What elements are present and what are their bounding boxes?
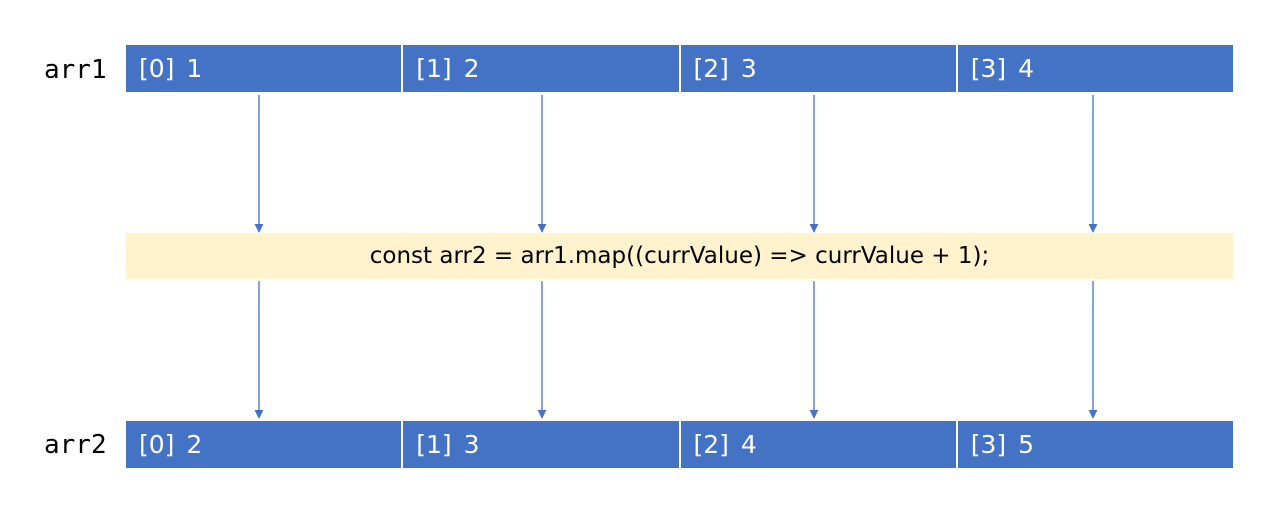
source-cell-0: [0] 1: [126, 45, 404, 92]
source-cell-value: 3: [740, 54, 757, 83]
result-cell-1: [1] 3: [403, 421, 681, 468]
result-array-label: arr2: [44, 430, 107, 460]
source-cell-1: [1] 2: [403, 45, 681, 92]
result-cell-index: [1]: [416, 430, 452, 459]
result-cell-value: 5: [1018, 430, 1035, 459]
source-cell-2: [2] 3: [680, 45, 958, 92]
result-cell-index: [0]: [139, 430, 175, 459]
source-cell-index: [3]: [970, 54, 1007, 83]
result-cell-value: 2: [186, 430, 203, 459]
source-cell-index: [0]: [139, 54, 175, 83]
source-array: [0] 1 [1] 2 [2] 3 [3] 4: [126, 45, 1233, 92]
source-cell-value: 4: [1018, 54, 1035, 83]
result-cell-3: [3] 5: [957, 421, 1233, 468]
source-cell-index: [1]: [416, 54, 452, 83]
result-cell-value: 3: [463, 430, 480, 459]
map-expression: const arr2 = arr1.map((currValue) => cur…: [126, 233, 1233, 279]
source-cell-index: [2]: [693, 54, 729, 83]
source-cell-value: 1: [186, 54, 203, 83]
result-cell-index: [3]: [970, 430, 1007, 459]
result-cell-2: [2] 4: [680, 421, 958, 468]
result-cell-value: 4: [740, 430, 757, 459]
result-cell-0: [0] 2: [126, 421, 404, 468]
source-cell-value: 2: [463, 54, 480, 83]
source-array-label: arr1: [44, 55, 107, 85]
source-cell-3: [3] 4: [957, 45, 1233, 92]
result-array: [0] 2 [1] 3 [2] 4 [3] 5: [126, 421, 1233, 468]
result-cell-index: [2]: [693, 430, 729, 459]
